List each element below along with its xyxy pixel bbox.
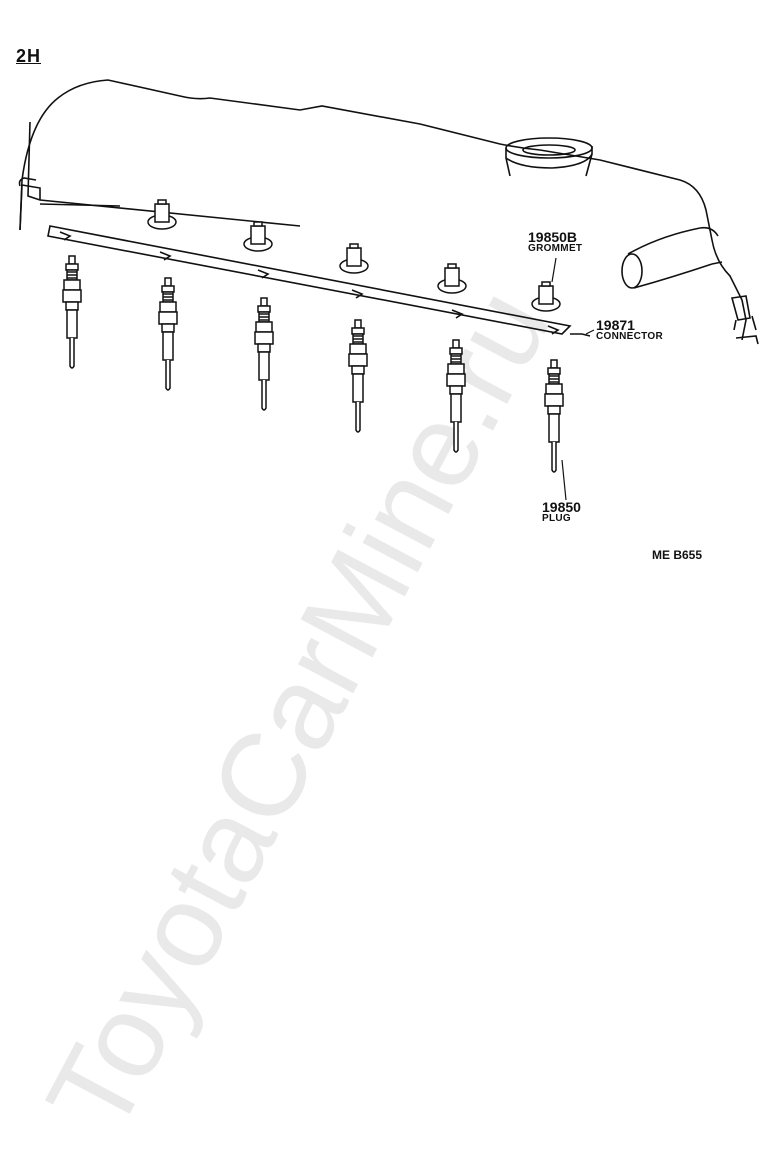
drawing-code: ME B655 (652, 548, 703, 562)
glow-plug-6 (544, 359, 564, 473)
glow-plug-1 (62, 255, 82, 369)
plug-callout: 19850 PLUG (542, 500, 581, 524)
glow-plug-5 (446, 339, 466, 453)
grommet-callout: 19850B GROMMET (528, 230, 582, 254)
glow-plug-2 (158, 277, 178, 391)
engine-label: 2H (16, 46, 42, 66)
connector-bar (47, 225, 591, 337)
grommet-2 (243, 221, 273, 252)
grommet-4 (437, 263, 467, 294)
glow-plug-4 (348, 319, 368, 433)
cylinder-head-cover (18, 79, 759, 345)
plug-part-name: PLUG (542, 513, 571, 524)
connector-callout: 19871 CONNECTOR (596, 318, 663, 342)
grommet-part-number: 19850B (528, 229, 578, 245)
grommets (147, 199, 561, 312)
glow-plug-3 (254, 297, 274, 411)
leader-lines (551, 257, 595, 501)
connector-part-number: 19871 (596, 317, 635, 333)
plug-part-number: 19850 (542, 499, 581, 515)
connector-part-name: CONNECTOR (596, 331, 663, 342)
glow-plugs (62, 255, 564, 473)
grommet-3 (339, 243, 369, 274)
grommet-part-name: GROMMET (528, 243, 583, 254)
grommet-5 (531, 281, 561, 312)
grommet-1 (147, 199, 177, 230)
